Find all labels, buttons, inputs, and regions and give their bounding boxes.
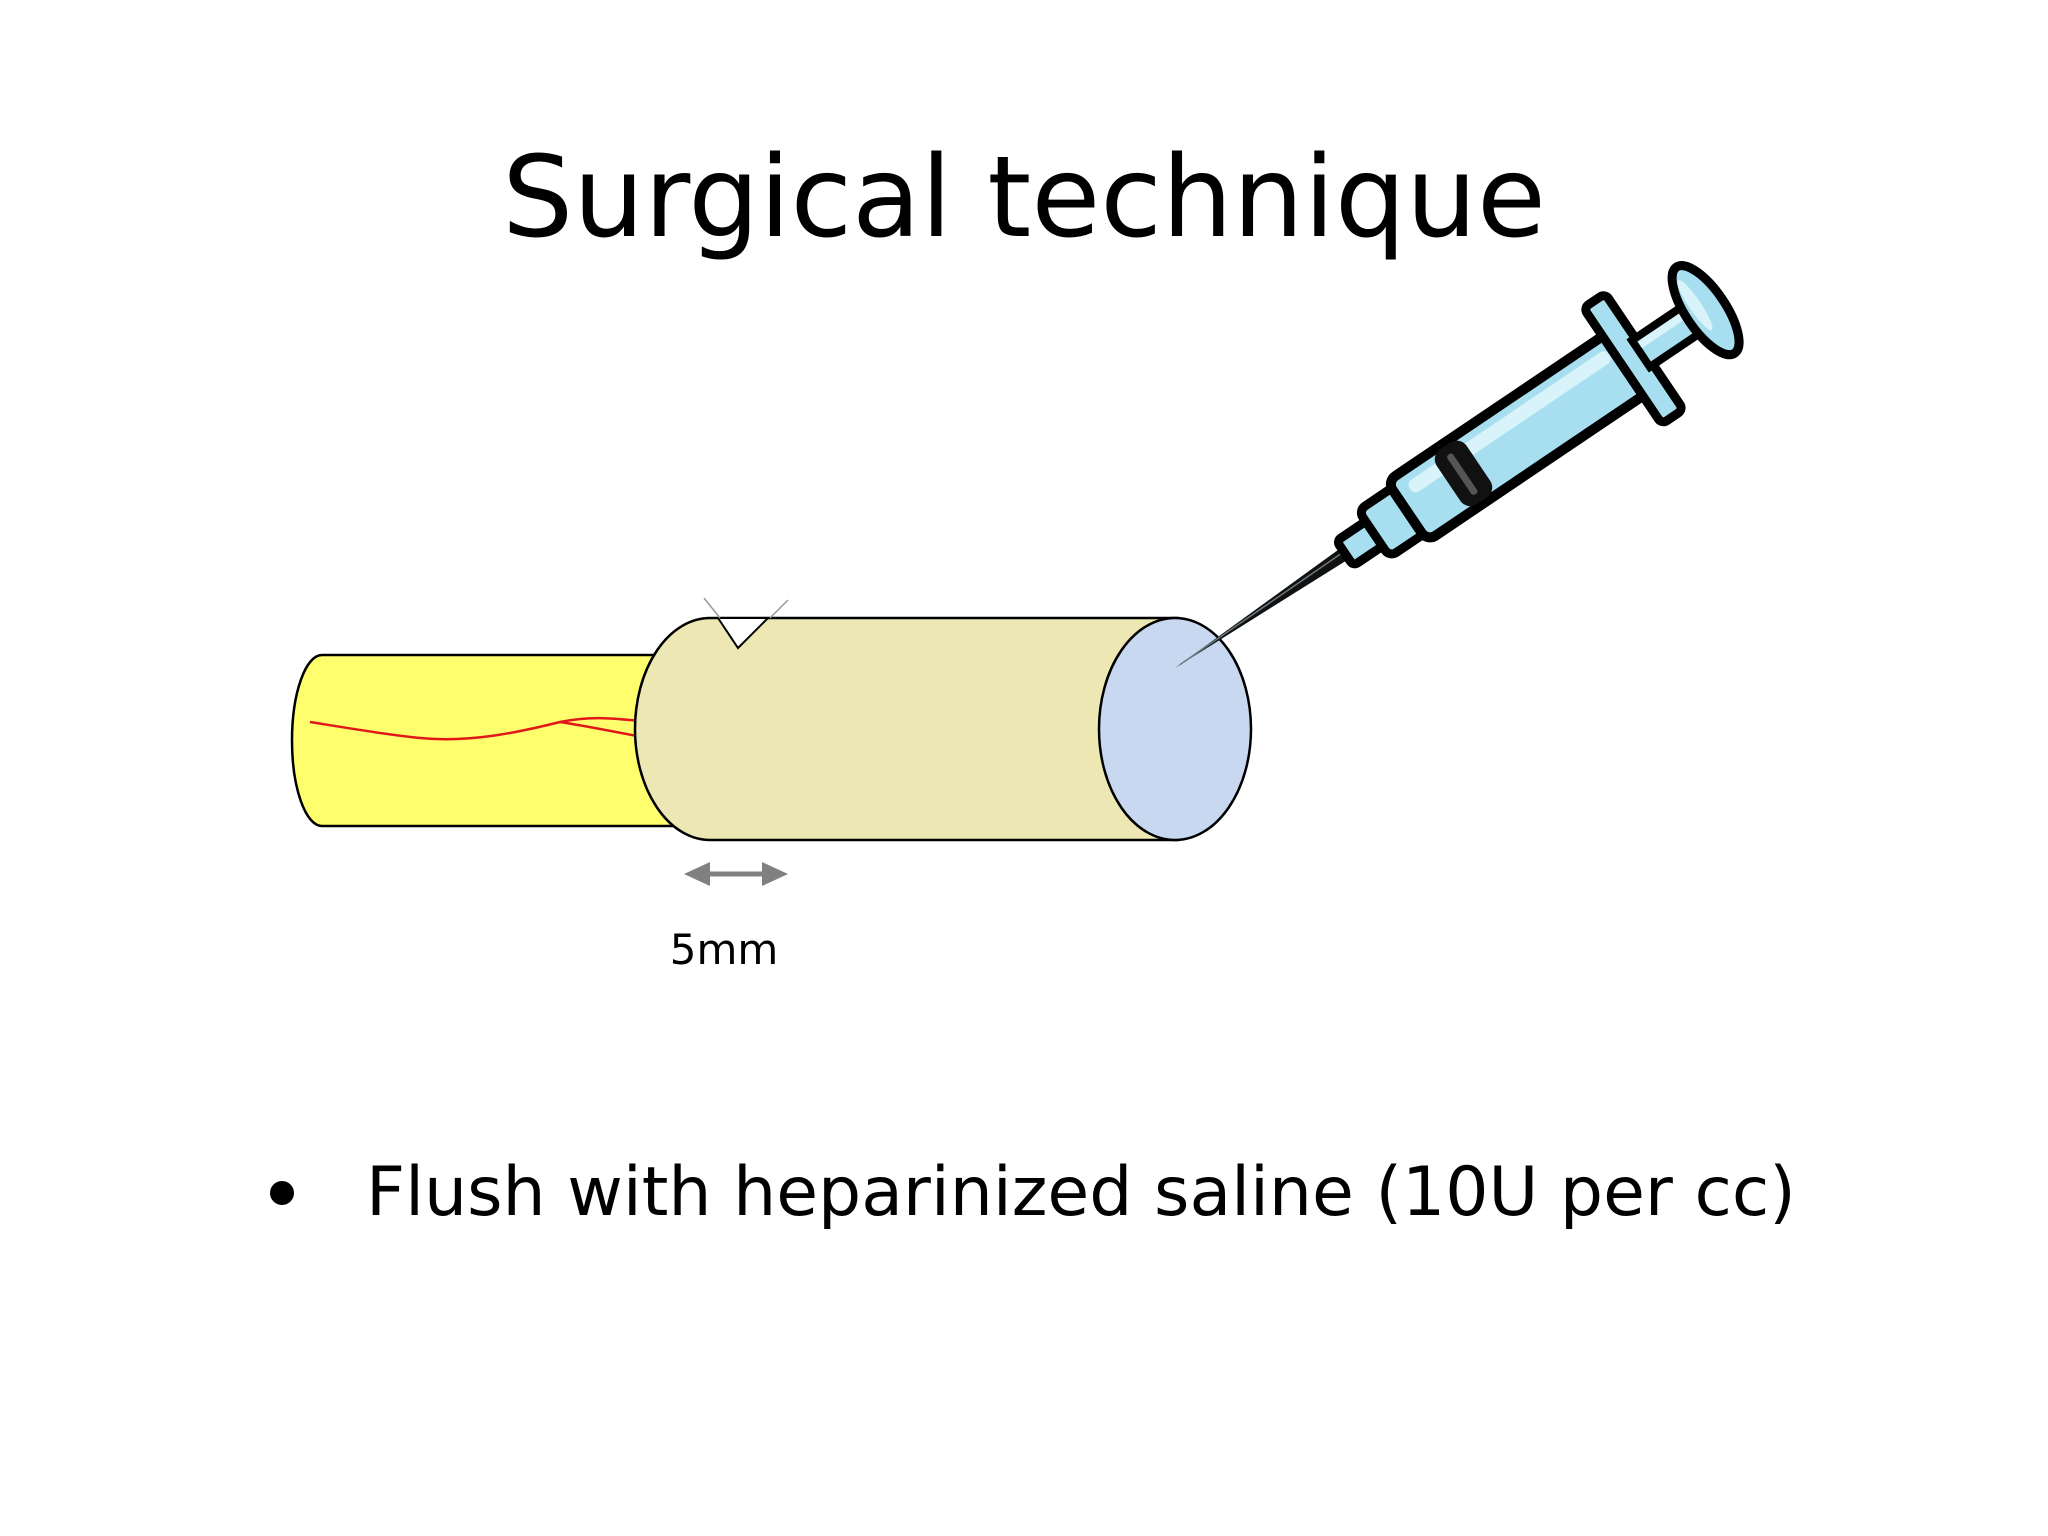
bullet-item: Flush with heparinized saline (10U per c… (270, 1148, 1796, 1238)
conduit-notch (716, 617, 771, 650)
bullet-text: Flush with heparinized saline (10U per c… (366, 1153, 1796, 1232)
bullet-list: Flush with heparinized saline (10U per c… (270, 1148, 1796, 1238)
bullet-dot (270, 1181, 294, 1205)
measurement-label: 5mm (670, 925, 779, 974)
syringe-icon (1175, 261, 1744, 668)
double-arrow-icon (684, 862, 788, 886)
slide-title: Surgical technique (502, 133, 1546, 263)
conduit (633, 597, 1253, 842)
conduit-end-face (1097, 616, 1253, 842)
